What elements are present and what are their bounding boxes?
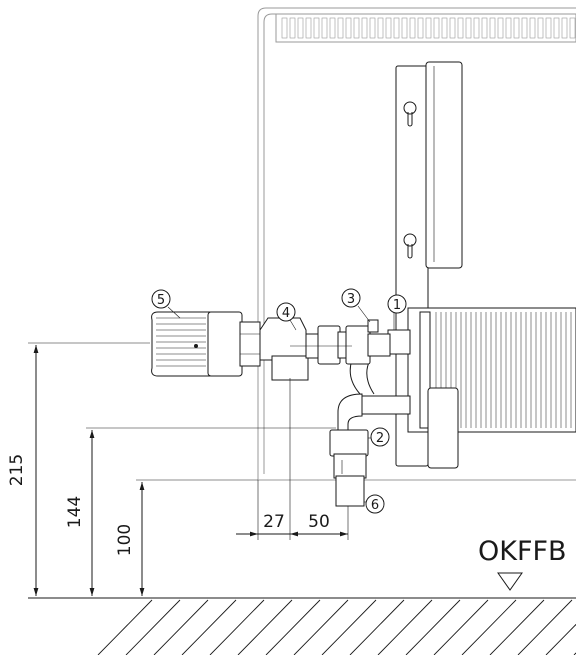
callout-6-label: 6: [371, 498, 379, 513]
extension-lines: [28, 342, 349, 540]
lower-connection: [329, 429, 369, 507]
dimension-100-label: 100: [115, 524, 135, 556]
callout-2-label: 2: [376, 431, 384, 446]
callout-3-label: 3: [347, 292, 355, 307]
floor-label: OKFFB: [478, 536, 567, 567]
pipework: [337, 329, 411, 437]
callout-1: 1: [387, 294, 407, 330]
callout-1-label: 1: [393, 298, 401, 313]
callout-5: 5: [151, 289, 181, 319]
callout-2: 2: [368, 427, 390, 447]
callout-6: 6: [364, 494, 385, 514]
convector-housing: [257, 7, 576, 481]
top-grille: [281, 17, 576, 39]
dimension-27: 27: [236, 512, 290, 537]
callout-3: 3: [341, 288, 371, 323]
dimension-144-label: 144: [65, 496, 85, 528]
dimension-100: 100: [115, 482, 145, 596]
finished-floor: OKFFB: [28, 536, 576, 655]
valve-body: [259, 317, 391, 381]
dimension-144: 144: [65, 430, 95, 596]
dimension-27-label: 27: [263, 512, 285, 532]
dimension-215-label: 215: [7, 454, 27, 486]
callout-4: 4: [276, 302, 297, 331]
callout-5-label: 5: [157, 293, 165, 308]
dimension-50: 50: [290, 512, 348, 537]
dimension-50-label: 50: [308, 512, 330, 532]
callout-4-label: 4: [282, 306, 290, 321]
thermostatic-head: [151, 311, 261, 377]
heat-exchanger: [407, 307, 576, 469]
dimension-215: 215: [7, 345, 39, 596]
